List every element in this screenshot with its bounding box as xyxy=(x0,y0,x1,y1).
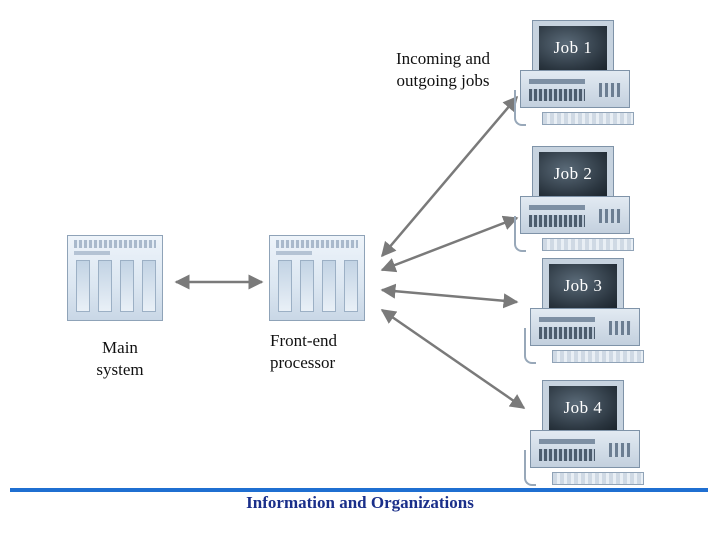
arrow-job4 xyxy=(380,308,526,410)
arrow-job3 xyxy=(380,283,519,309)
workstation-job-1: Job 1 xyxy=(512,20,642,130)
front-end-processor-label: Front-end processor xyxy=(270,331,338,372)
incoming-outgoing-label: Incoming and outgoing jobs xyxy=(396,49,490,90)
arrow-job1 xyxy=(381,95,518,258)
main-system-label: Main system xyxy=(96,338,144,379)
job-2-label: Job 2 xyxy=(539,152,607,196)
job-3-label: Job 3 xyxy=(549,264,617,308)
footer-title: Information and Organizations xyxy=(246,493,474,512)
workstation-job-2: Job 2 xyxy=(512,146,642,256)
workstation-job-3: Job 3 xyxy=(522,258,652,368)
workstation-job-4: Job 4 xyxy=(522,380,652,490)
arrow-job2 xyxy=(380,215,519,273)
main-system-server xyxy=(67,235,163,321)
footer-rule xyxy=(10,488,708,492)
job-4-label: Job 4 xyxy=(549,386,617,430)
front-end-processor-server xyxy=(269,235,365,321)
job-1-label: Job 1 xyxy=(539,26,607,70)
